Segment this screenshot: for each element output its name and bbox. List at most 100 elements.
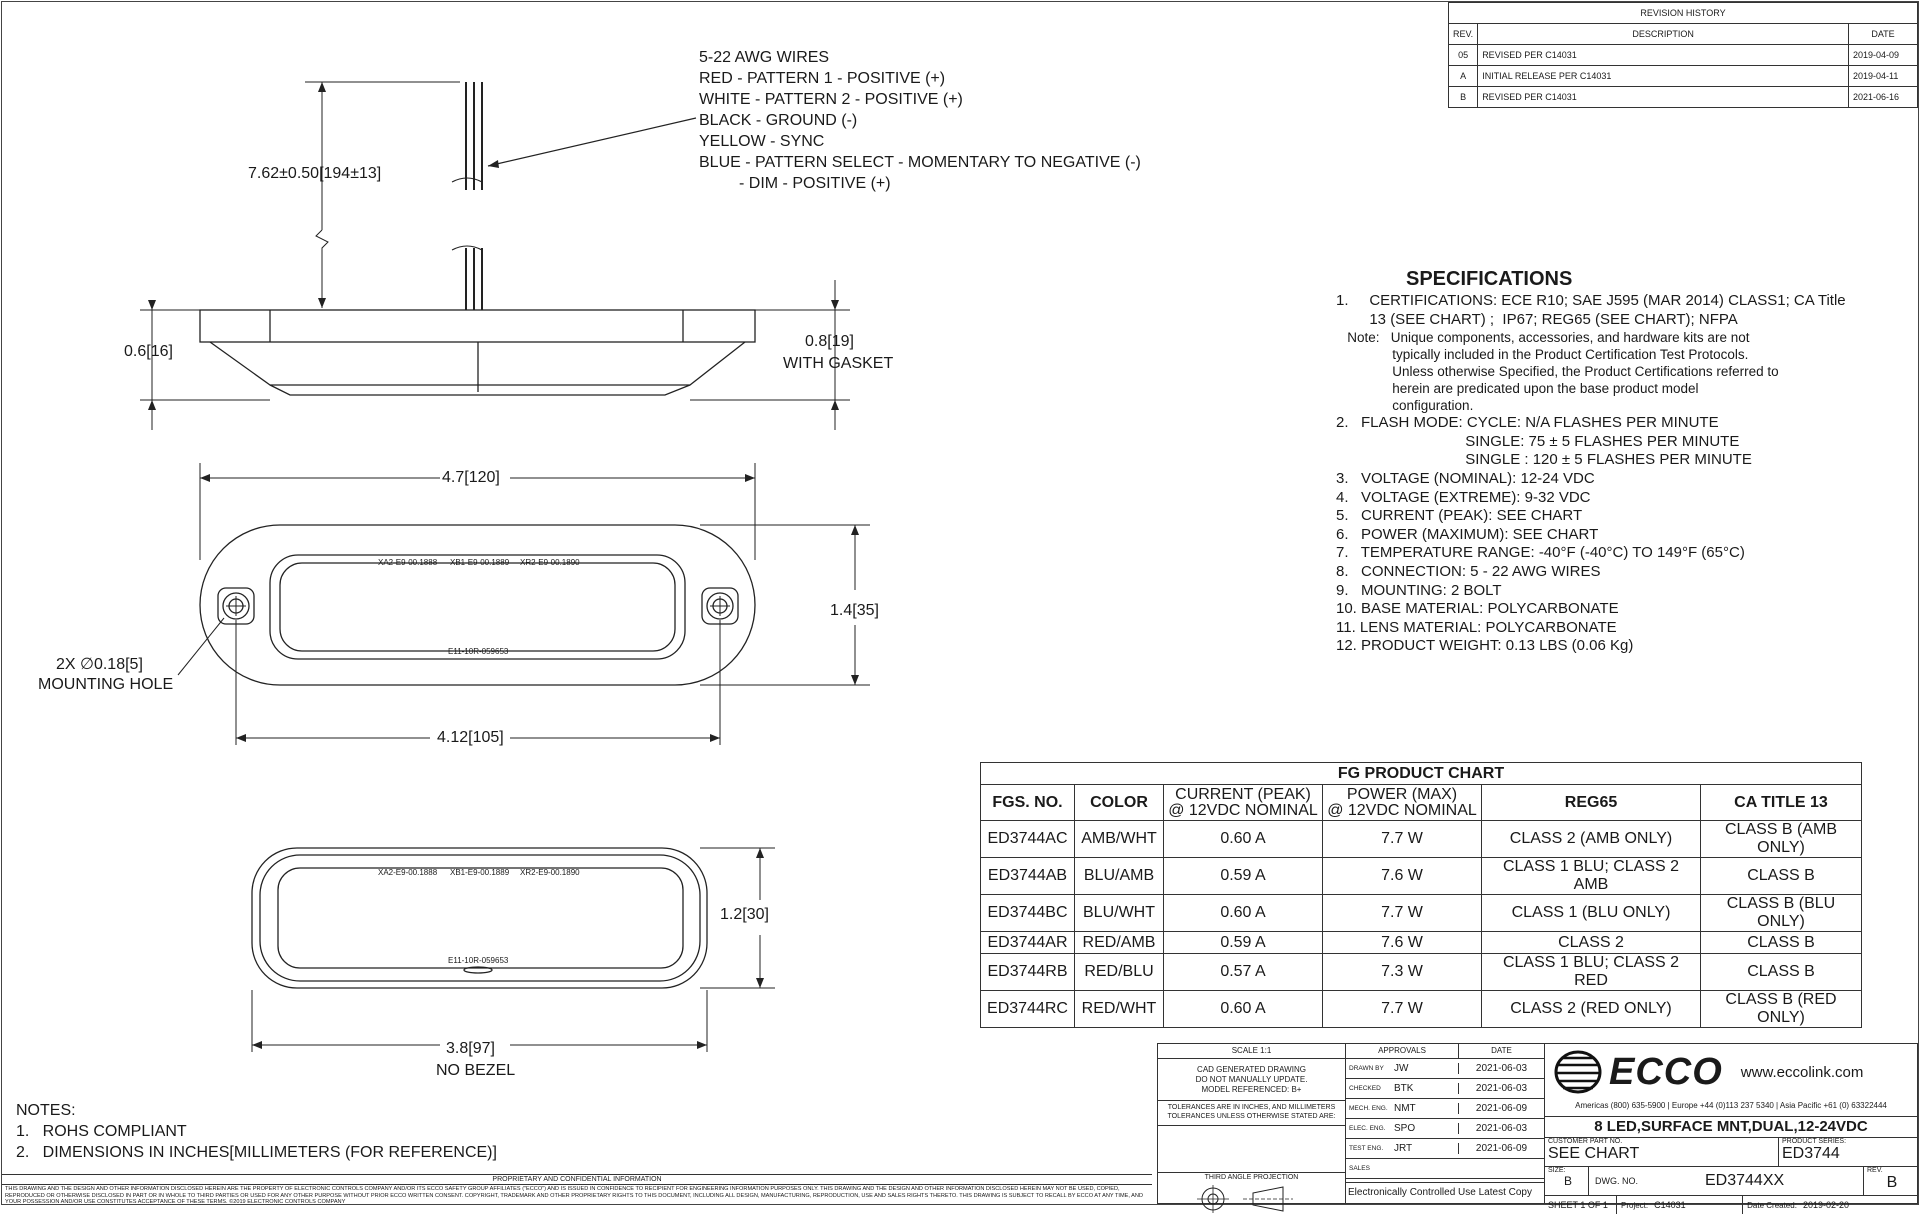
dwg-label: DWG. NO. (1595, 1176, 1638, 1186)
approval-name: NMT (1394, 1103, 1459, 1114)
wire-callout: 5-22 AWG WIRES RED - PATTERN 1 - POSITIV… (699, 47, 1141, 194)
chart-cell: CLASS 1 BLU; CLASS 2 AMB (1481, 857, 1701, 895)
controlled-use: Electronically Controlled Use Latest Cop… (1346, 1182, 1544, 1203)
spec-line: SINGLE: 75 ± 5 FLASHES PER MINUTE (1336, 432, 1740, 450)
spec-line: 3. VOLTAGE (NOMINAL): 12-24 VDC (1336, 469, 1595, 487)
approval-date: 2021-06-09 (1475, 1103, 1528, 1114)
spec-line: typically included in the Product Certif… (1336, 347, 1749, 363)
spec-line: 7. TEMPERATURE RANGE: -40°F (-40°C) TO 1… (1336, 544, 1745, 562)
dim-lens-width: 1.2[30] (720, 906, 769, 923)
spec-line: 5. CURRENT (PEAK): SEE CHART (1336, 507, 1583, 525)
lens-marking: XB1-E9-00.1889 (450, 868, 510, 877)
tolerance-table (1158, 1125, 1345, 1173)
rev-cell: B (1447, 86, 1479, 108)
lens-marking: E11-10R-059653 (448, 956, 509, 965)
dim-mount-hole: 2X ∅0.18[5] (56, 656, 143, 673)
company-logo: ECCO (1609, 1050, 1723, 1093)
spec-line: 2. FLASH MODE: CYCLE: N/A FLASHES PER MI… (1336, 414, 1719, 432)
tolerance-note: TOLERANCES ARE IN INCHES, AND MILLIMETER… (1167, 1104, 1336, 1111)
chart-cell: 0.60 A (1163, 820, 1323, 858)
approval-name: SPO (1394, 1123, 1459, 1134)
approval-role: ELEC. ENG. (1349, 1125, 1386, 1132)
chart-cell: CLASS B (1700, 857, 1862, 895)
dim-wire-length: 7.62±0.50[194±13] (248, 165, 382, 182)
rev-value: B (1886, 1174, 1898, 1191)
approval-date: 2021-06-03 (1475, 1083, 1528, 1094)
chart-cell: 0.60 A (1163, 990, 1323, 1028)
spec-line: Note: Unique components, accessories, an… (1336, 330, 1750, 346)
specifications-title: SPECIFICATIONS (1406, 268, 1573, 290)
cad-note: MODEL REFERENCED: B+ (1201, 1085, 1302, 1094)
chart-cell: RED/WHT (1074, 990, 1164, 1028)
approvals-label: APPROVALS (1346, 1044, 1459, 1058)
chart-cell: 7.7 W (1322, 820, 1482, 858)
cad-note: DO NOT MANUALLY UPDATE. (1195, 1075, 1308, 1084)
chart-cell: 7.6 W (1322, 857, 1482, 895)
sheet: SHEET 1 OF 1 (1545, 1196, 1617, 1214)
lens-marking: E11-10R-059653 (448, 647, 509, 656)
approval-role: CHECKED (1349, 1085, 1381, 1092)
chart-cell: ED3744RB (980, 953, 1075, 991)
dim-no-bezel: NO BEZEL (436, 1062, 516, 1079)
spec-line: SINGLE : 120 ± 5 FLASHES PER MINUTE (1336, 451, 1752, 469)
revision-history: REVISION HISTORY REV. DESCRIPTION DATE 0… (1447, 2, 1918, 108)
approval-row: TEST ENG. JRT 2021-06-09 (1346, 1139, 1544, 1159)
wire-line: BLACK - GROUND (-) (699, 112, 858, 129)
third-angle-projection-icon (1197, 1185, 1293, 1213)
notes-title: NOTES: (16, 1102, 76, 1119)
website: www.eccolink.com (1740, 1063, 1864, 1081)
date-created-label: Date Created: (1747, 1200, 1797, 1210)
chart-cell: 7.3 W (1322, 953, 1482, 991)
approval-role: DRAWN BY (1349, 1065, 1384, 1072)
approval-date: 2021-06-09 (1475, 1143, 1528, 1154)
chart-cell: RED/BLU (1074, 953, 1164, 991)
spec-line: Unless otherwise Specified, the Product … (1336, 364, 1779, 380)
spec-line: configuration. (1336, 398, 1474, 414)
dim-height: 0.6[16] (124, 343, 173, 360)
spec-line: 12. PRODUCT WEIGHT: 0.13 LBS (0.06 Kg) (1336, 637, 1634, 655)
part-description: 8 LED,SURFACE MNT,DUAL,12-24VDC (1545, 1116, 1917, 1138)
dim-gasket-label: WITH GASKET (783, 355, 894, 372)
title-block-approvals: APPROVALS DATE DRAWN BY JW 2021-06-03 CH… (1345, 1043, 1545, 1204)
chart-cell: AMB/WHT (1074, 820, 1164, 858)
dim-lens-length: 3.8[97] (446, 1040, 495, 1057)
proprietary-text: THIS DRAWING AND THE DESIGN AND OTHER IN… (5, 1186, 1143, 1205)
chart-cell: RED/AMB (1074, 931, 1164, 954)
ecco-globe-icon (1554, 1050, 1602, 1094)
approval-name: JRT (1394, 1143, 1459, 1154)
approval-role: MECH. ENG. (1349, 1105, 1388, 1112)
size-value: B (1563, 1174, 1572, 1188)
spec-line: 9. MOUNTING: 2 BOLT (1336, 581, 1502, 599)
wire-line: RED - PATTERN 1 - POSITIVE (+) (699, 70, 946, 87)
specifications: SPECIFICATIONS 1. CERTIFICATIONS: ECE R1… (1336, 266, 1896, 656)
product-series: ED3744 (1782, 1145, 1840, 1162)
lens-marking: XR2-E9-00.1890 (520, 558, 580, 567)
product-chart-title: FG PRODUCT CHART (980, 762, 1862, 785)
spec-line: 13 (SEE CHART) ; IP67; REG65 (SEE CHART)… (1336, 310, 1738, 328)
spec-line: 8. CONNECTION: 5 - 22 AWG WIRES (1336, 562, 1601, 580)
chart-header: POWER (MAX) @ 12VDC NOMINAL (1322, 784, 1482, 821)
approval-row: ELEC. ENG. SPO 2021-06-03 (1346, 1119, 1544, 1139)
dim-height-gasket: 0.8[19] (805, 333, 854, 350)
approval-row: MECH. ENG. NMT 2021-06-09 (1346, 1099, 1544, 1119)
date-cell: 2021-06-16 (1848, 86, 1918, 108)
note-item: 1. ROHS COMPLIANT (16, 1123, 187, 1140)
chart-header: FGS. NO. (980, 784, 1075, 821)
chart-cell: ED3744AB (980, 857, 1075, 895)
chart-cell: 0.59 A (1163, 857, 1323, 895)
spec-line: 6. POWER (MAXIMUM): SEE CHART (1336, 525, 1599, 543)
revision-row: B REVISED PER C14031 2021-06-16 (1447, 86, 1918, 108)
lens-marking: XA2-E9-00.1888 (378, 868, 438, 877)
chart-cell: 7.6 W (1322, 931, 1482, 954)
phone-numbers: Americas (800) 635-5900 | Europe +44 (0)… (1575, 1101, 1887, 1110)
lens-marking: XB1-E9-00.1889 (450, 558, 510, 567)
chart-cell: 7.7 W (1322, 990, 1482, 1028)
chart-cell: BLU/WHT (1074, 894, 1164, 932)
title-block-company: ECCO www.eccolink.com Americas (800) 635… (1544, 1043, 1918, 1214)
chart-cell: 0.57 A (1163, 953, 1323, 991)
